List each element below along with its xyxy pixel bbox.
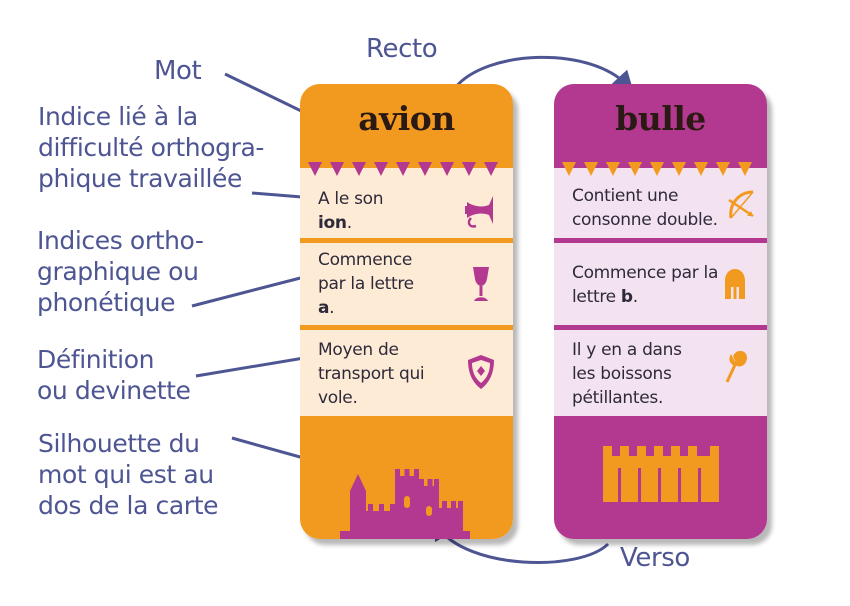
clue-first-letter: Commence par la lettre a. [300, 243, 513, 325]
label-indices: Indices ortho- graphique ou phonétique [37, 226, 204, 317]
helmet-icon [725, 269, 745, 299]
wall-drawn [603, 446, 719, 502]
definition-leader-line [195, 355, 311, 378]
label-recto: Recto [366, 34, 438, 64]
card-avion: avion A le son ion. Commence par la lett… [300, 84, 513, 539]
separator [554, 325, 767, 330]
clue-double-consonant: Contient une consonne double. [554, 182, 767, 238]
label-indice: Indice lié à la difficulté orthogra- phi… [38, 102, 265, 193]
axe-icon [725, 350, 747, 383]
castle-silhouette [340, 469, 470, 539]
bow-arrow-icon [728, 190, 754, 219]
clue-definition: Moyen de transport qui vole. [300, 330, 513, 416]
goblet-icon [473, 267, 489, 301]
recto-arrow [453, 55, 634, 93]
pennant-bunting [554, 154, 767, 176]
label-definition: Définition ou devinette [37, 345, 191, 405]
label-verso: Verso [620, 543, 690, 573]
clue-first-letter: Commence par la lettre b. [554, 243, 767, 325]
card-word: bulle [615, 99, 706, 138]
separator [300, 325, 513, 330]
shield-icon [468, 355, 494, 389]
separator [554, 238, 767, 243]
card-bulle: bulle Contient une consonne double. Comm… [554, 84, 767, 539]
label-silhouette: Silhouette du mot qui est au dos de la c… [38, 429, 219, 520]
separator [300, 238, 513, 243]
verso-arrow [432, 518, 610, 564]
clue-definition: Il y en a dans les boissons pétillantes. [554, 330, 767, 416]
indice-leader-line [251, 191, 303, 199]
pennant-bunting [300, 154, 513, 176]
label-mot: Mot [154, 56, 202, 86]
card-word: avion [358, 99, 455, 138]
trumpet-icon [465, 196, 493, 228]
indices-leader-line [191, 273, 313, 308]
clue-sound: A le son ion. [300, 182, 513, 238]
